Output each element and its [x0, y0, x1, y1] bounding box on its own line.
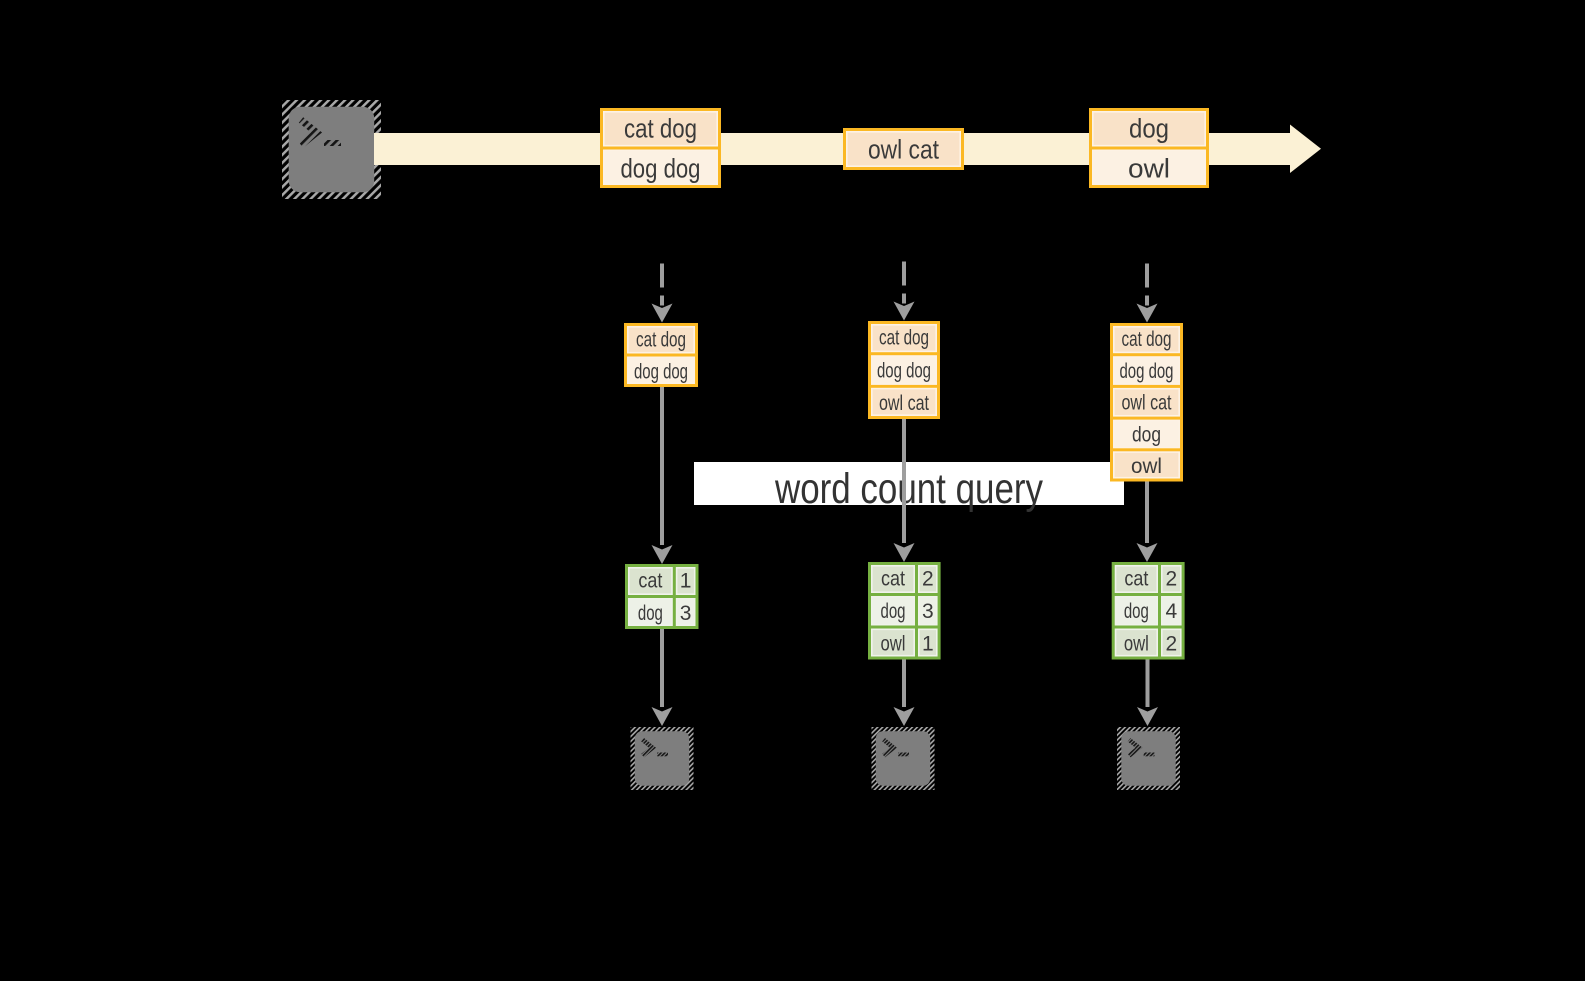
svg-text:dog: dog: [881, 600, 906, 623]
svg-text:cat dog: cat dog: [1122, 328, 1172, 351]
svg-text:dog: dog: [1132, 423, 1161, 446]
svg-text:owl cat: owl cat: [868, 134, 939, 164]
svg-text:3: 3: [922, 600, 934, 623]
svg-text:cat: cat: [638, 570, 662, 593]
svg-text:2: 2: [1165, 633, 1177, 656]
svg-text:dog dog: dog dog: [877, 359, 931, 382]
svg-text:owl: owl: [1128, 153, 1170, 183]
svg-text:dog: dog: [638, 602, 663, 625]
svg-text:dog: dog: [1129, 113, 1169, 143]
svg-text:owl cat: owl cat: [1122, 392, 1172, 415]
svg-text:owl: owl: [1124, 633, 1149, 656]
svg-text:dog dog: dog dog: [634, 360, 688, 383]
svg-text:3: 3: [680, 602, 692, 625]
svg-text:dog dog: dog dog: [621, 153, 701, 183]
svg-text:word count query: word count query: [774, 465, 1043, 513]
svg-text:owl: owl: [881, 633, 906, 656]
svg-text:dog dog: dog dog: [1120, 360, 1174, 383]
svg-text:cat dog: cat dog: [879, 327, 929, 350]
svg-text:owl cat: owl cat: [879, 392, 929, 415]
svg-text:2: 2: [922, 568, 934, 591]
svg-text:cat: cat: [1124, 568, 1148, 591]
svg-text:4: 4: [1165, 600, 1177, 623]
svg-text:owl: owl: [1131, 455, 1162, 478]
svg-text:cat: cat: [881, 568, 905, 591]
svg-text:cat dog: cat dog: [636, 328, 686, 351]
svg-text:dog: dog: [1124, 600, 1149, 623]
svg-text:1: 1: [680, 570, 692, 593]
svg-text:2: 2: [1165, 568, 1177, 591]
svg-text:1: 1: [922, 633, 934, 656]
svg-text:cat dog: cat dog: [624, 113, 697, 143]
